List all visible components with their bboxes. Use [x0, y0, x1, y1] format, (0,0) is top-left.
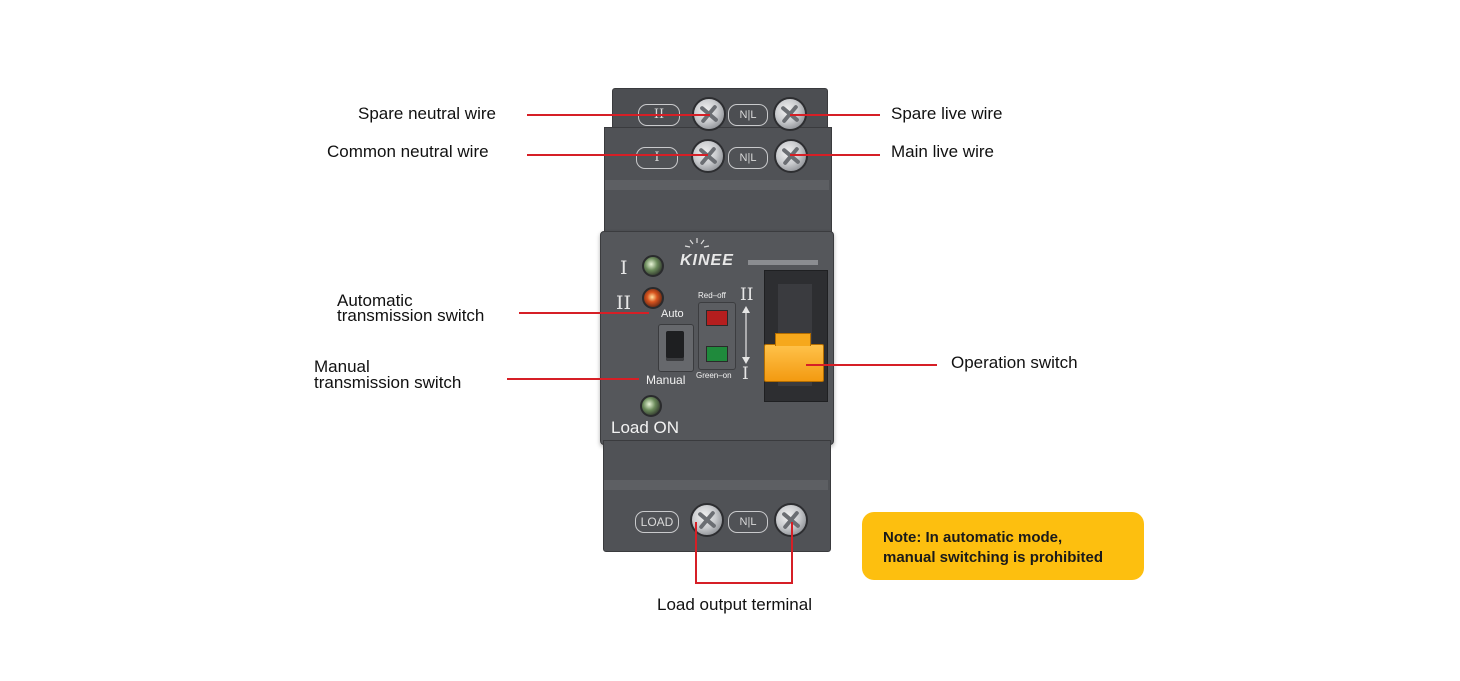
led-I-indicator — [642, 255, 664, 277]
label-manual-switch-line2: transmission switch — [314, 373, 462, 392]
note-box: Note: In automatic mode, manual switchin… — [862, 512, 1144, 580]
tag-main-I: I — [636, 147, 678, 169]
label-common-neutral: Common neutral wire — [327, 142, 489, 161]
module-groove-bottom — [604, 480, 828, 490]
auto-manual-selector[interactable] — [658, 324, 694, 372]
callout-line-auto-switch — [519, 312, 649, 314]
label-spare-neutral: Spare neutral wire — [358, 104, 496, 123]
tag-main-nl: N|L — [728, 147, 768, 169]
led-II-label: II — [616, 292, 632, 314]
red-off-label: Red–off — [698, 291, 726, 300]
label-spare-live: Spare live wire — [891, 104, 1003, 123]
tag-load: LOAD — [635, 511, 679, 533]
position-II-label: II — [740, 285, 754, 305]
label-load-output: Load output terminal — [657, 595, 812, 614]
load-on-label: Load ON — [611, 418, 680, 437]
callout-line-manual-switch — [507, 378, 639, 380]
green-status-light — [706, 346, 728, 362]
led-I-label: I — [620, 257, 628, 279]
screw-common-neutral-icon[interactable] — [691, 139, 725, 173]
label-operation-switch: Operation switch — [951, 353, 1078, 372]
manual-label: Manual — [646, 373, 686, 387]
brand-bar — [748, 260, 818, 265]
label-auto-switch-line1: Automatic — [337, 291, 413, 310]
label-auto-switch-line2: transmission switch — [337, 306, 485, 325]
callout-line-main-live — [790, 154, 880, 156]
callout-line-common-neutral — [527, 154, 708, 156]
screw-load-neutral-icon[interactable] — [690, 503, 724, 537]
selector-rocker[interactable] — [666, 331, 684, 361]
label-main-live: Main live wire — [891, 142, 994, 161]
position-I-label: I — [742, 364, 749, 384]
callout-line-spare-neutral — [527, 114, 710, 116]
callout-bracket-bottom — [695, 582, 793, 584]
green-on-label: Green–on — [696, 371, 732, 380]
operation-handle[interactable] — [764, 333, 824, 382]
label-manual-switch-line1: Manual — [314, 357, 370, 376]
tag-load-nl: N|L — [728, 511, 768, 533]
brand-name: KINEE — [680, 252, 734, 269]
note-line-1: Note: In automatic mode, — [883, 529, 1063, 546]
auto-label: Auto — [661, 308, 684, 320]
led-II-indicator — [642, 287, 664, 309]
note-line-2: manual switching is prohibited — [883, 549, 1104, 566]
callout-line-operation-switch — [806, 364, 937, 366]
brand-logo-icon — [684, 236, 710, 250]
tag-spare-nl: N|L — [728, 104, 768, 126]
position-arrow-icon — [740, 306, 752, 364]
callout-line-spare-live — [790, 114, 880, 116]
callout-bracket-right — [791, 522, 793, 584]
screw-main-live-icon[interactable] — [774, 139, 808, 173]
callout-bracket-left — [695, 522, 697, 584]
load-on-indicator — [640, 395, 662, 417]
module-groove — [605, 180, 829, 190]
red-status-light — [706, 310, 728, 326]
